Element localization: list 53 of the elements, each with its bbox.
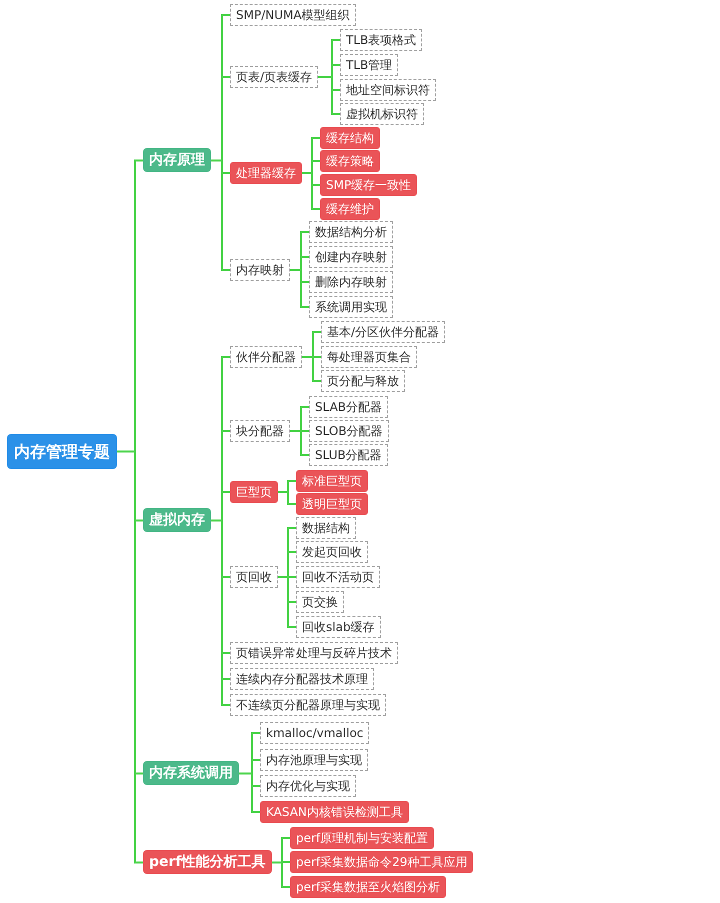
subtopic-box: 缓存结构: [320, 127, 380, 150]
subtopic-box: kmalloc/vmalloc: [260, 722, 370, 744]
subtopic-box: TLB表项格式: [340, 29, 422, 52]
subtopic-box: 缓存维护: [320, 198, 380, 220]
subtopic-box: 基本/分区伙伴分配器: [321, 321, 446, 344]
subtopic-box: perf采集数据命令29种工具应用: [290, 851, 474, 874]
subtopic-box: 数据结构分析: [309, 221, 393, 244]
subtopic-box: 页交换: [296, 591, 344, 614]
subtopic-box: 巨型页: [230, 481, 278, 504]
subtopic-box: 缓存策略: [320, 150, 380, 172]
subtopic-box: 数据结构: [296, 517, 356, 540]
subtopic-box: SLOB分配器: [309, 420, 389, 442]
subtopic-box: 回收slab缓存: [296, 616, 381, 638]
subtopic-box: 地址空间标识符: [340, 79, 436, 102]
subtopic-box: 内存池原理与实现: [260, 749, 368, 772]
connector-line: [211, 160, 230, 271]
subtopic-box: 透明巨型页: [296, 493, 368, 516]
topic-box: 内存原理: [143, 148, 211, 172]
subtopic-box: TLB管理: [340, 54, 398, 76]
subtopic-box: 虚拟机标识符: [340, 103, 424, 126]
subtopic-box: SMP/NUMA模型组织: [230, 4, 356, 26]
subtopic-box: SMP缓存一致性: [320, 174, 418, 196]
subtopic-box: 处理器缓存: [230, 162, 302, 184]
subtopic-box: 每处理器页集合: [321, 346, 417, 368]
subtopic-box: 页回收: [230, 566, 278, 588]
subtopic-box: 内存优化与实现: [260, 775, 356, 798]
subtopic-box: 页错误异常处理与反碎片技术: [230, 642, 398, 664]
subtopic-box: 发起页回收: [296, 541, 368, 564]
topic-box: 内存系统调用: [143, 760, 239, 786]
root-topic-box: 内存管理专题: [7, 434, 117, 469]
subtopic-box: 页分配与释放: [321, 370, 405, 392]
subtopic-box: 连续内存分配器技术原理: [230, 668, 374, 690]
subtopic-box: 创建内存映射: [309, 246, 393, 268]
subtopic-box: 内存映射: [230, 259, 290, 282]
subtopic-box: SLAB分配器: [309, 396, 388, 418]
topic-box: 虚拟内存: [143, 508, 211, 532]
subtopic-box: 页表/页表缓存: [230, 66, 318, 88]
connector-line: [318, 76, 340, 115]
connector-line: [290, 430, 309, 456]
subtopic-box: perf原理机制与安装配置: [290, 827, 434, 850]
connector-line: [302, 356, 321, 382]
subtopic-box: 伙伴分配器: [230, 346, 302, 368]
topic-box: perf性能分析工具: [143, 850, 272, 874]
subtopic-box: perf采集数据至火焰图分析: [290, 876, 446, 898]
subtopic-box: KASAN内核错误检测工具: [260, 801, 409, 824]
subtopic-box: SLUB分配器: [309, 444, 388, 466]
connector-line: [278, 491, 296, 505]
subtopic-box: 回收不活动页: [296, 566, 380, 588]
subtopic-box: 删除内存映射: [309, 271, 393, 294]
subtopic-box: 块分配器: [230, 420, 290, 442]
subtopic-box: 不连续页分配器原理与实现: [230, 694, 386, 716]
subtopic-box: 标准巨型页: [296, 470, 368, 492]
subtopic-box: 系统调用实现: [309, 296, 393, 318]
